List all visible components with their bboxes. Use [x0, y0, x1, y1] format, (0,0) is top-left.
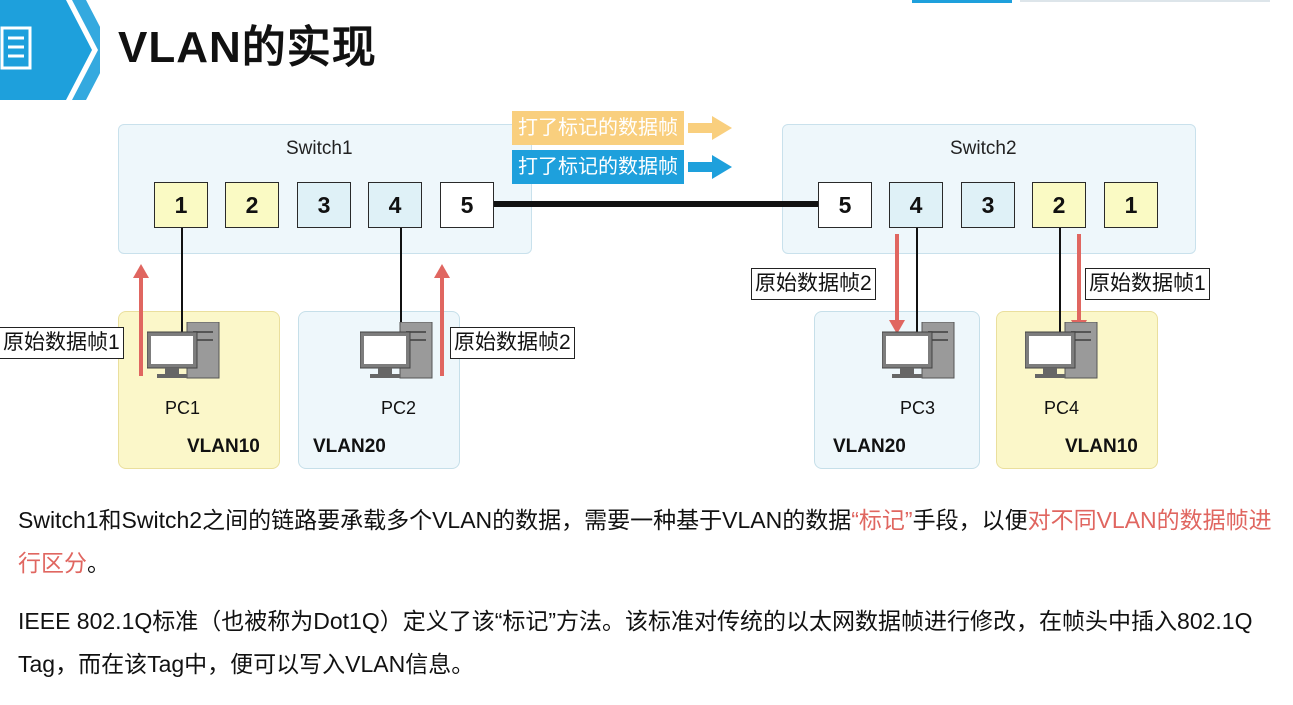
computer-icon [882, 322, 955, 379]
vlan-label-pc2: VLAN20 [313, 436, 386, 457]
arrow-right-icon [688, 116, 732, 140]
link-pc4 [1059, 228, 1061, 332]
switch2-port-2: 2 [1032, 182, 1086, 228]
arrow-down-icon [889, 234, 905, 334]
pc1-name: PC1 [165, 398, 201, 418]
vlan-label-pc4: VLAN10 [1065, 436, 1138, 457]
switch1-label: Switch1 [286, 138, 353, 159]
pc4-name: PC4 [1044, 398, 1080, 418]
paragraph-1-text-e: 。 [87, 550, 110, 576]
top-tab-strip-2 [1020, 0, 1270, 2]
computer-icon [360, 322, 433, 379]
paragraph-1-highlight-tag: “标记” [851, 507, 913, 533]
switch2-port-5: 5 [818, 182, 872, 228]
switch2-port-1: 1 [1104, 182, 1158, 228]
frame-label-pc3: 原始数据帧2 [751, 268, 876, 300]
arrow-up-icon [434, 264, 450, 376]
switch1-port-5: 5 [440, 182, 494, 228]
paragraph-2: IEEE 802.1Q标准（也被称为Dot1Q）定义了该“标记”方法。该标准对传… [18, 608, 1253, 677]
document-icon [0, 26, 32, 70]
trunk-link [494, 201, 818, 207]
vlan-label-pc1: VLAN10 [187, 436, 260, 457]
switch1-port-3: 3 [297, 182, 351, 228]
pc3-name: PC3 [900, 398, 936, 418]
switch2-port-3: 3 [961, 182, 1015, 228]
switch1-port-2: 2 [225, 182, 279, 228]
header-banner [0, 0, 112, 100]
link-pc2 [400, 228, 402, 332]
top-tab-strip [912, 0, 1012, 3]
switch1-port-4: 4 [368, 182, 422, 228]
page-title: VLAN的实现 [118, 23, 377, 72]
frame-label-pc4: 原始数据帧1 [1085, 268, 1210, 300]
computer-icon [147, 322, 220, 379]
computer-icon [1025, 322, 1098, 379]
tagged-frame-bar-vlan20: 打了标记的数据帧 [512, 150, 684, 184]
link-pc3 [916, 228, 918, 332]
switch2-label: Switch2 [950, 138, 1017, 159]
tagged-frame-bar-vlan10: 打了标记的数据帧 [512, 111, 684, 145]
frame-label-pc1: 原始数据帧1 [0, 327, 124, 359]
paragraph-1-highlight-distinguish: 对不同VLAN的数据帧进行区分 [18, 507, 1272, 576]
paragraph-1-text-c: 手段，以便 [912, 507, 1028, 533]
pc2-name: PC2 [381, 398, 417, 418]
vlan-label-pc3: VLAN20 [833, 436, 906, 457]
link-pc1 [181, 228, 183, 332]
tagged-frame-label: 打了标记的数据帧 [518, 156, 678, 178]
frame-label-pc2: 原始数据帧2 [450, 327, 575, 359]
arrow-up-icon [133, 264, 149, 376]
switch2-port-4: 4 [889, 182, 943, 228]
tagged-frame-label: 打了标记的数据帧 [518, 117, 678, 139]
paragraph-1-text-a: Switch1和Switch2之间的链路要承载多个VLAN的数据，需要一种基于V… [18, 507, 852, 533]
switch1-port-1: 1 [154, 182, 208, 228]
arrow-right-icon [688, 155, 732, 179]
paragraph-1: Switch1和Switch2之间的链路要承载多个VLAN的数据，需要一种基于V… [18, 499, 1280, 585]
